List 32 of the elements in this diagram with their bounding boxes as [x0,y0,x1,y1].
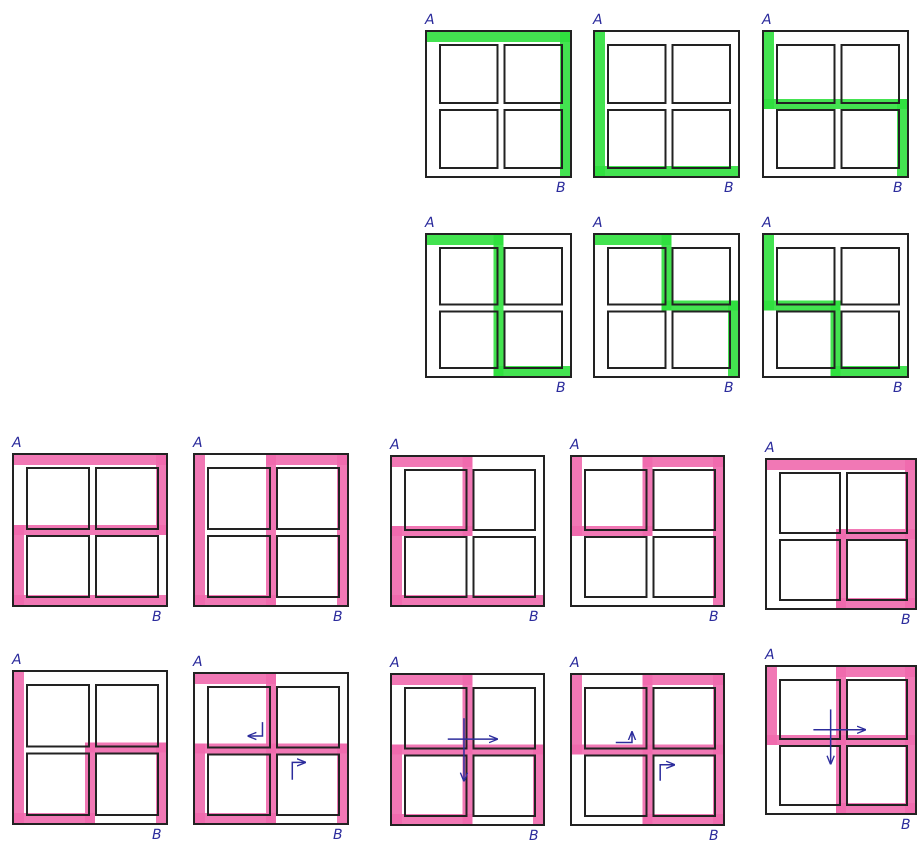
point-label: B [724,381,734,395]
point-label: A [193,436,203,450]
point-label: A [390,656,400,670]
point-label: A [193,655,203,669]
point-label: B [529,829,539,843]
point-label: A [593,216,603,230]
point-label: B [556,181,566,195]
point-label: B [724,181,734,195]
point-label: A [762,13,772,27]
point-label: B [152,610,162,624]
point-label: A [765,441,775,455]
point-label: B [901,613,911,627]
point-label: A [425,13,435,27]
point-label: A [425,216,435,230]
point-label: B [893,181,903,195]
point-label: B [709,829,719,843]
point-label: B [333,610,343,624]
point-label: B [901,818,911,832]
point-label: A [570,438,580,452]
point-label: A [390,438,400,452]
point-label: A [765,648,775,662]
point-label: B [529,610,539,624]
point-label: B [709,610,719,624]
point-label: A [593,13,603,27]
point-label: B [333,828,343,842]
point-label: A [12,653,22,667]
point-label: A [12,436,22,450]
point-label: B [152,828,162,842]
point-label: B [556,381,566,395]
point-label: B [893,381,903,395]
point-label: A [762,216,772,230]
point-label: A [570,656,580,670]
